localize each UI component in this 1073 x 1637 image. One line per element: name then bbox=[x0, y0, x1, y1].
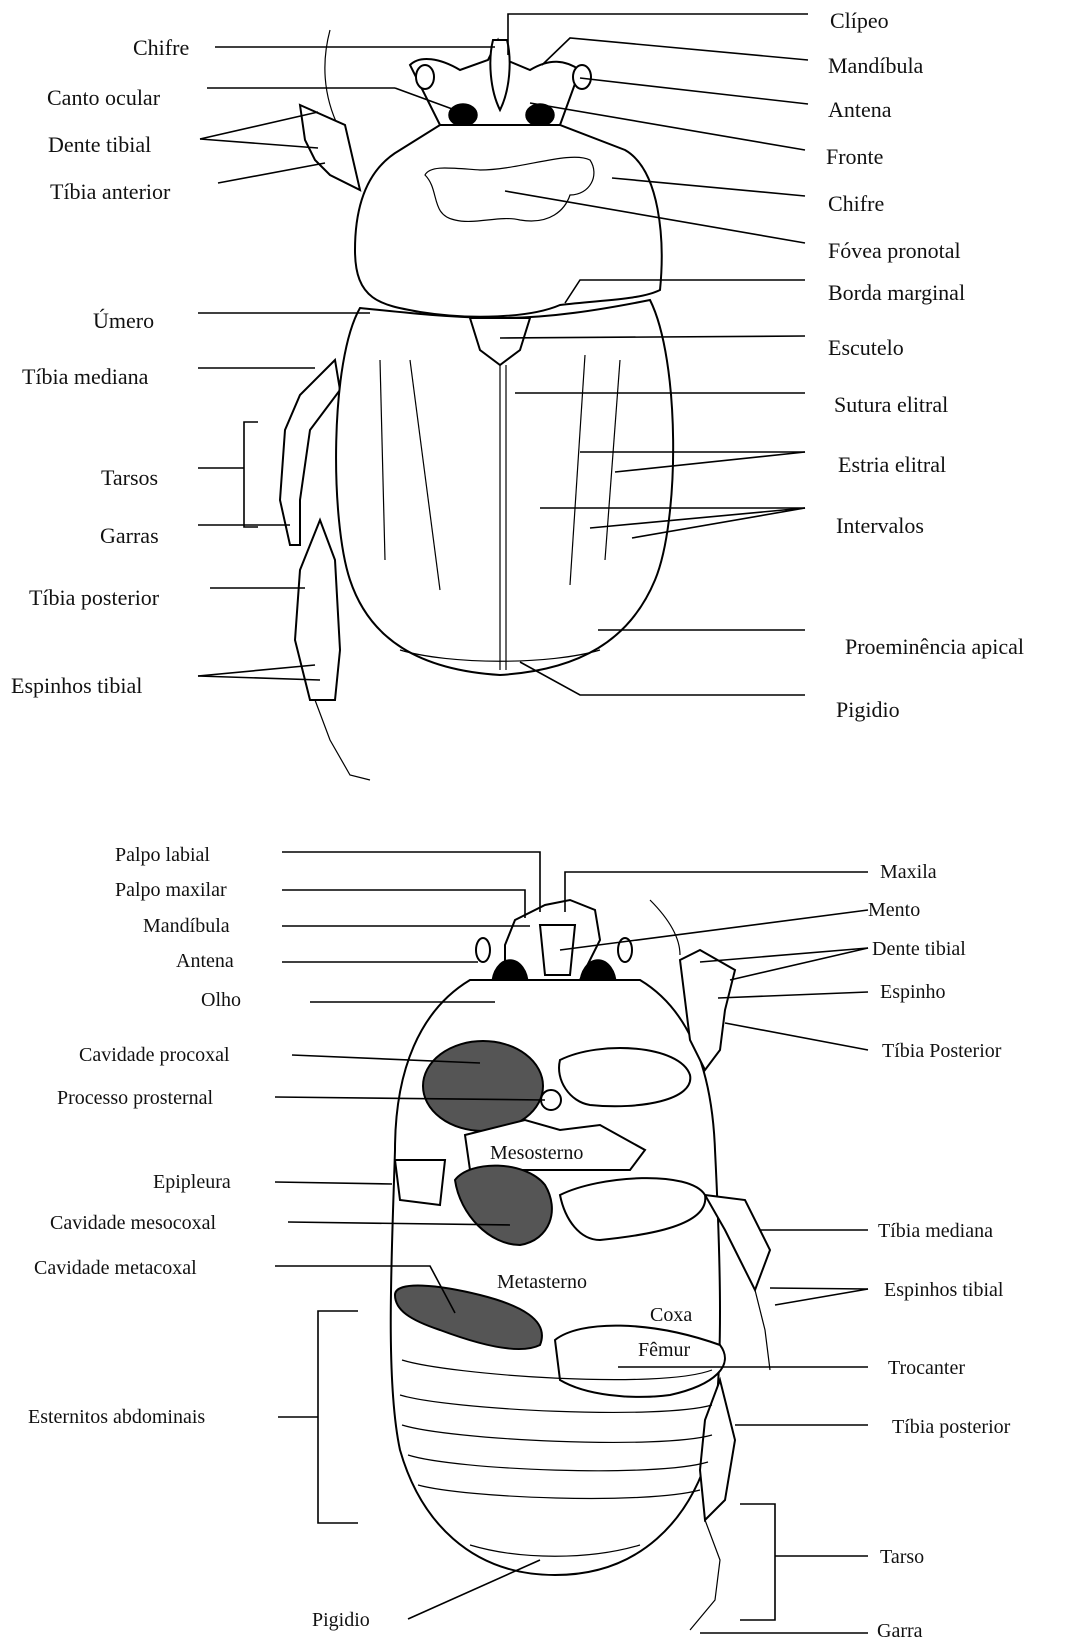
label-chifre-right: Chifre bbox=[828, 191, 884, 216]
dorsal-antenna-left bbox=[325, 30, 340, 130]
label-tibia-posterior-dorsal: Tíbia posterior bbox=[29, 585, 160, 610]
dorsal-left-labels: Chifre Canto ocular Dente tibial Tíbia a… bbox=[11, 35, 189, 698]
label-umero: Úmero bbox=[93, 308, 154, 333]
label-processo-prosternal: Processo prosternal bbox=[57, 1087, 214, 1109]
label-chifre-left: Chifre bbox=[133, 35, 189, 60]
label-dente-tibial-dorsal: Dente tibial bbox=[48, 132, 151, 157]
label-tarso: Tarso bbox=[880, 1546, 924, 1568]
ventral-antenna-right bbox=[650, 900, 680, 955]
ventral-beetle-drawing bbox=[391, 900, 770, 1630]
label-tibia-posterior-upper: Tíbia Posterior bbox=[882, 1040, 1002, 1062]
dorsal-hind-tarsus bbox=[315, 700, 370, 780]
ventral-procoxal-cavity bbox=[423, 1041, 543, 1131]
label-fovea-pronotal: Fóvea pronotal bbox=[828, 238, 961, 263]
ventral-mentum bbox=[540, 925, 575, 975]
label-escutelo: Escutelo bbox=[828, 335, 904, 360]
dorsal-eye-right bbox=[526, 104, 554, 126]
label-proeminencia-apical: Proeminência apical bbox=[845, 634, 1024, 659]
label-cavidade-procoxal: Cavidade procoxal bbox=[79, 1044, 230, 1066]
label-dente-tibial-ventral: Dente tibial bbox=[872, 938, 966, 960]
label-espinhos-tibial-ventral: Espinhos tibial bbox=[884, 1279, 1004, 1301]
label-garra: Garra bbox=[877, 1620, 923, 1637]
label-pigidio-ventral: Pigidio bbox=[312, 1609, 370, 1631]
dorsal-pronotum bbox=[355, 125, 662, 317]
label-palpo-labial: Palpo labial bbox=[115, 844, 210, 866]
ventral-front-femur bbox=[559, 1048, 690, 1106]
dorsal-right-labels: Clípeo Mandíbula Antena Fronte Chifre Fó… bbox=[826, 8, 1024, 722]
label-sutura-elitral: Sutura elitral bbox=[834, 392, 948, 417]
label-metasterno: Metasterno bbox=[497, 1271, 587, 1293]
label-coxa: Coxa bbox=[650, 1304, 692, 1326]
dorsal-hind-tibia bbox=[295, 520, 340, 700]
label-espinhos-tibial-dorsal: Espinhos tibial bbox=[11, 673, 142, 698]
label-espinho: Espinho bbox=[880, 981, 946, 1003]
label-mento: Mento bbox=[868, 899, 920, 921]
label-mandibula-dorsal: Mandíbula bbox=[828, 53, 924, 78]
label-tibia-mediana-ventral: Tíbia mediana bbox=[878, 1220, 993, 1242]
label-estria-elitral: Estria elitral bbox=[838, 452, 946, 477]
label-femur: Fêmur bbox=[638, 1339, 691, 1361]
label-tarsos: Tarsos bbox=[101, 465, 158, 490]
dorsal-mid-leg bbox=[280, 360, 340, 545]
ventral-right-labels: Maxila Mento Dente tibial Espinho Tíbia … bbox=[868, 861, 1011, 1637]
label-tibia-mediana-dorsal: Tíbia mediana bbox=[22, 364, 149, 389]
label-cavidade-mesocoxal: Cavidade mesocoxal bbox=[50, 1212, 216, 1234]
label-mandibula-ventral: Mandíbula bbox=[143, 915, 230, 937]
label-trocanter: Trocanter bbox=[888, 1357, 965, 1379]
label-antena-dorsal: Antena bbox=[828, 97, 892, 122]
dorsal-antenna-club-right bbox=[573, 65, 591, 89]
label-canto-ocular: Canto ocular bbox=[47, 85, 161, 110]
ventral-antenna-club-left bbox=[476, 938, 490, 962]
label-mesosterno: Mesosterno bbox=[490, 1142, 583, 1164]
label-borda-marginal: Borda marginal bbox=[828, 280, 965, 305]
label-tibia-anterior: Tíbia anterior bbox=[50, 179, 171, 204]
dorsal-beetle-drawing bbox=[280, 30, 673, 780]
label-clipeo: Clípeo bbox=[830, 8, 889, 33]
ventral-mid-tarsus bbox=[755, 1290, 770, 1370]
ventral-hind-tarsus bbox=[690, 1520, 720, 1630]
label-epipleura: Epipleura bbox=[153, 1171, 231, 1193]
label-olho: Olho bbox=[201, 989, 241, 1011]
dorsal-eye-left bbox=[449, 104, 477, 126]
label-esternitos-abdominais: Esternitos abdominais bbox=[28, 1406, 205, 1428]
label-garras: Garras bbox=[100, 523, 159, 548]
label-intervalos: Intervalos bbox=[836, 513, 924, 538]
label-pigidio-dorsal: Pigidio bbox=[836, 697, 900, 722]
label-palpo-maxilar: Palpo maxilar bbox=[115, 879, 227, 901]
ventral-epipleura bbox=[395, 1160, 445, 1205]
label-tibia-posterior-lower: Tíbia posterior bbox=[892, 1416, 1011, 1438]
label-maxila: Maxila bbox=[880, 861, 937, 883]
label-cavidade-metacoxal: Cavidade metacoxal bbox=[34, 1257, 197, 1279]
dorsal-antenna-club-left bbox=[416, 65, 434, 89]
label-fronte: Fronte bbox=[826, 144, 883, 169]
label-antena-ventral: Antena bbox=[176, 950, 234, 972]
